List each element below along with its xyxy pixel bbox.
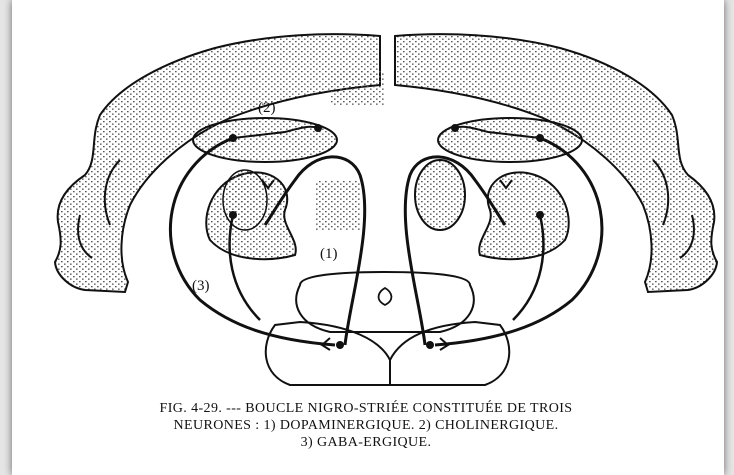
aqueduct <box>379 288 392 305</box>
figure-caption: FIG. 4-29. --- BOUCLE NIGRO-STRIÉE CONST… <box>60 400 672 451</box>
caption-line-2: NEURONES : 1) DOPAMINERGIQUE. 2) CHOLINE… <box>60 417 672 434</box>
left-caudate <box>193 118 337 162</box>
right-caudate <box>438 118 582 162</box>
neuron-cell-body <box>536 134 544 142</box>
label-neuron-2: (2) <box>258 100 276 116</box>
neuron-cell-body <box>426 341 434 349</box>
neuron-cell-body <box>451 124 459 132</box>
midbrain <box>296 272 474 332</box>
neuron-cell-body <box>314 124 322 132</box>
label-neuron-1: (1) <box>320 246 338 262</box>
midline-block <box>330 70 385 105</box>
neuron-cell-body <box>336 341 344 349</box>
neuron-cell-body <box>229 211 237 219</box>
label-neuron-3: (3) <box>192 278 210 294</box>
central-dotted-area <box>315 180 360 230</box>
right-putamen <box>479 172 569 259</box>
neuron-cell-body <box>536 211 544 219</box>
caption-line-1: FIG. 4-29. --- BOUCLE NIGRO-STRIÉE CONST… <box>60 400 672 417</box>
neuron-cell-body <box>229 134 237 142</box>
left-inner-nucleus <box>223 170 267 230</box>
right-inner-nucleus <box>415 160 465 230</box>
caption-line-3: 3) GABA-ERGIQUE. <box>60 434 672 451</box>
